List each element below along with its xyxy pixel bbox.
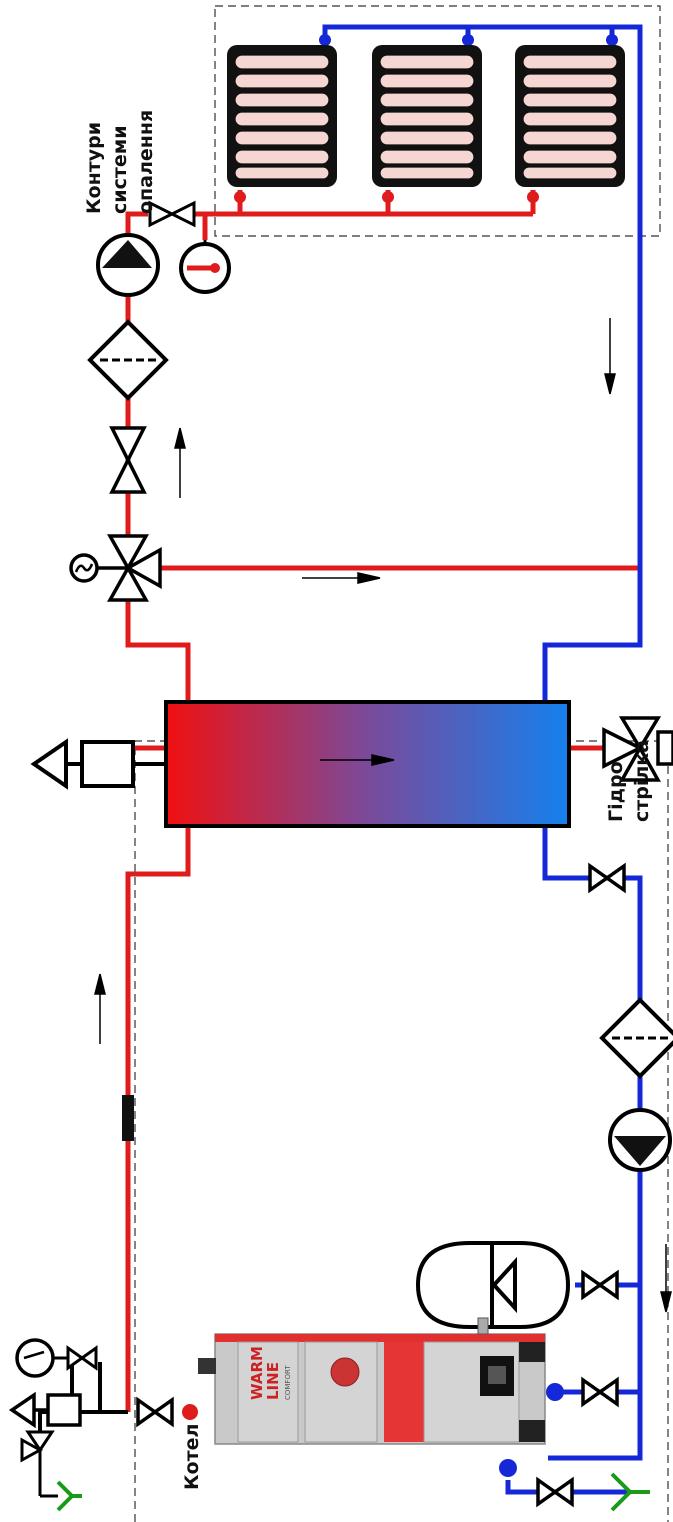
boiler: WARM LINE COMFORT: [198, 1317, 546, 1445]
flow-direction-arrow-icon: [604, 318, 616, 395]
ball-valve-icon: [109, 426, 147, 494]
boiler-brand-line1: WARM: [248, 1346, 266, 1400]
ball-valve-icon: [536, 1476, 574, 1508]
ball-valve-icon: [136, 1396, 174, 1428]
temperature-sensor: [122, 1095, 134, 1141]
air-vent-icon: [30, 738, 166, 790]
strainer-filter-icon: [599, 997, 673, 1079]
three-way-mixing-valve-icon: [602, 716, 673, 782]
drain-funnel-icon: [56, 1480, 82, 1512]
hydro-separator-tank: [164, 700, 571, 828]
pressure-gauge-icon: [15, 1338, 98, 1378]
safety-valve-icon: [20, 1430, 58, 1498]
flow-direction-arrow-icon: [660, 1244, 672, 1313]
boiler-label: Котел: [181, 1424, 203, 1490]
hydro-separator-label-line2: стрілка: [631, 740, 653, 822]
heating-circuits-enclosure: [214, 5, 661, 237]
boiler-brand-line3: COMFORT: [284, 1365, 292, 1400]
circulation-pump-icon: [96, 233, 160, 297]
strainer-filter-icon: [87, 319, 169, 401]
svg-text:WARM: WARM: [248, 1346, 266, 1400]
circulation-pump-icon: [608, 1108, 672, 1172]
heating-circuits-label-line2: системи: [109, 125, 131, 214]
ball-valve-icon: [588, 862, 626, 894]
ball-valve-icon: [148, 200, 196, 228]
radiator-3: [515, 45, 625, 187]
thermometer-icon: [179, 240, 231, 294]
ball-valve-icon: [581, 1376, 619, 1408]
svg-text:LINE: LINE: [264, 1362, 282, 1400]
expansion-tank-icon: [415, 1241, 571, 1329]
flow-direction-arrow-icon: [94, 973, 106, 1044]
flow-direction-arrow-icon: [302, 572, 381, 584]
boiler-brand-line2: LINE: [264, 1362, 282, 1400]
hydro-separator-label-line1: Гідро: [605, 761, 627, 822]
drain-funnel-icon: [610, 1472, 650, 1512]
flow-direction-arrow-icon: [320, 754, 395, 766]
heating-circuits-label-line3: опалення: [135, 110, 157, 214]
radiator-1: [227, 45, 337, 187]
air-vent-icon: [8, 1391, 82, 1429]
heating-circuits-label-line1: Контури: [83, 122, 105, 214]
three-way-mixing-valve-icon: [69, 534, 162, 602]
radiator-2: [372, 45, 482, 187]
ball-valve-icon: [581, 1269, 619, 1301]
flow-direction-arrow-icon: [174, 427, 186, 498]
svg-text:COMFORT: COMFORT: [284, 1365, 292, 1400]
pipe-junctions: [182, 34, 618, 1477]
